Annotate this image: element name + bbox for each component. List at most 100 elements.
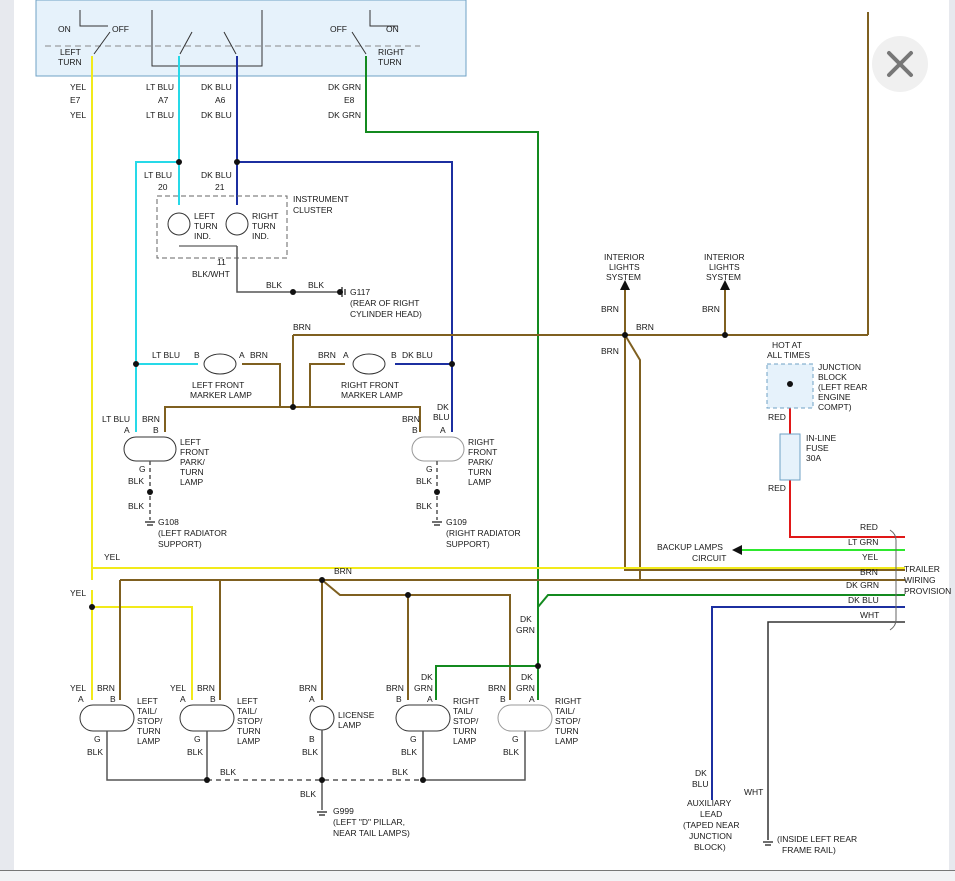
label-backup-1: BACKUP LAMPS — [657, 542, 723, 552]
label-lfp-g: G — [139, 464, 146, 474]
label-lfm-lt-blu: LT BLU — [152, 350, 180, 360]
label-rfp-1: RIGHT — [468, 437, 494, 447]
label-lic-2: LAMP — [338, 720, 361, 730]
label-dk-mid: DK — [520, 614, 532, 624]
switch-bracket — [151, 10, 263, 67]
label-lt1-yel: YEL — [70, 683, 86, 693]
wire-dk-blu-front — [237, 161, 453, 432]
label-lfp-2: FRONT — [180, 447, 209, 457]
left-front-marker-lamp — [203, 353, 237, 375]
label-rt2-1: RIGHT — [555, 696, 581, 706]
label-aux-blu: BLU — [692, 779, 709, 789]
label-rfm-a: A — [343, 350, 349, 360]
label-blk-g117a: BLK — [266, 280, 282, 290]
label-right-turn-2: TURN — [378, 57, 402, 67]
label-lfp-3: PARK/ — [180, 457, 206, 467]
label-lt1-b: B — [110, 694, 116, 704]
label-left-turn-2: TURN — [58, 57, 82, 67]
wire-dk-grn-trailer — [537, 594, 905, 608]
label-lt1-5: LAMP — [137, 736, 160, 746]
wire-blk-left-tails — [106, 731, 207, 781]
label-rt2-brn: BRN — [488, 683, 506, 693]
label-brn-int2: BRN — [702, 304, 720, 314]
label-backup-2: CIRCUIT — [692, 553, 726, 563]
label-e8: E8 — [344, 95, 355, 105]
label-jb-2: BLOCK — [818, 372, 847, 382]
label-lic-a: A — [309, 694, 315, 704]
label-lic-1: LICENSE — [338, 710, 375, 720]
label-trailer-red: RED — [860, 522, 878, 532]
label-red-b: RED — [768, 483, 786, 493]
label-jb-1: JUNCTION — [818, 362, 861, 372]
label-rfp-dk: DK — [437, 402, 449, 412]
label-rfp-5: LAMP — [468, 477, 491, 487]
label-cluster: CLUSTER — [293, 205, 333, 215]
label-rt1-1: RIGHT — [453, 696, 479, 706]
label-lt1-1: LEFT — [137, 696, 158, 706]
label-lt2-blk: BLK — [187, 747, 203, 757]
label-a6: A6 — [215, 95, 226, 105]
label-rt1-4: TURN — [453, 726, 477, 736]
right-turn-indicator-lamp — [225, 212, 249, 236]
label-rfm-1: RIGHT FRONT — [341, 380, 399, 390]
label-trailer-brn: BRN — [860, 567, 878, 577]
label-hot-2: ALL TIMES — [767, 350, 810, 360]
label-rt1-5: LAMP — [453, 736, 476, 746]
switch-on-right — [369, 10, 398, 27]
label-g117-1: G117 — [350, 287, 370, 297]
wire-dk-grn-right-tail — [435, 607, 539, 700]
label-rt1-b: B — [396, 694, 402, 704]
label-rfp-brn: BRN — [402, 414, 420, 424]
label-yel-low: YEL — [70, 588, 86, 598]
label-rfp-4: TURN — [468, 467, 492, 477]
label-g117-3: CYLINDER HEAD) — [350, 309, 422, 319]
label-rt1-3: STOP/ — [453, 716, 479, 726]
label-lfp-a: A — [124, 425, 130, 435]
label-brn-int1: BRN — [601, 304, 619, 314]
label-int1-1: INTERIOR — [604, 252, 645, 262]
wire-wht-trailer — [767, 621, 905, 840]
label-yel-b: YEL — [70, 110, 86, 120]
label-trailer-lt-grn: LT GRN — [848, 537, 878, 547]
label-blk-bot2: BLK — [392, 767, 408, 777]
label-hot-1: HOT AT — [772, 340, 802, 350]
label-rt1-2: TAIL/ — [453, 706, 473, 716]
label-fuse-3: 30A — [806, 453, 821, 463]
label-fuse-2: FUSE — [806, 443, 829, 453]
label-g109-blk: BLK — [416, 501, 432, 511]
label-rfm-b: B — [391, 350, 397, 360]
turn-signal-switch-box — [35, 0, 467, 77]
label-blk-wht: BLK/WHT — [192, 269, 230, 279]
right-front-park-lamp — [411, 436, 465, 462]
label-trailer-2: WIRING — [904, 575, 936, 585]
label-rt1-a: A — [427, 694, 433, 704]
right-tail-lamp-2 — [497, 704, 553, 732]
label-g108-2: (LEFT RADIATOR — [158, 528, 227, 538]
label-g999-2: (LEFT "D" PILLAR, — [333, 817, 405, 827]
label-g108-blk: BLK — [128, 501, 144, 511]
label-rt1-dk: DK — [421, 672, 433, 682]
instrument-cluster-box — [156, 195, 288, 259]
label-g108-1: G108 — [158, 517, 179, 527]
left-tail-lamp-1 — [79, 704, 135, 732]
label-brn-junc: BRN — [636, 322, 654, 332]
label-trailer-dk-blu: DK BLU — [848, 595, 879, 605]
label-lt2-5: LAMP — [237, 736, 260, 746]
label-lfp-5: LAMP — [180, 477, 203, 487]
label-instrument: INSTRUMENT — [293, 194, 349, 204]
viewer-left-margin — [0, 0, 14, 881]
label-dk-blu-c: DK BLU — [201, 170, 232, 180]
label-lt1-3: STOP/ — [137, 716, 163, 726]
license-lamp — [309, 705, 335, 731]
label-int2-1: INTERIOR — [704, 252, 745, 262]
label-trailer-wht: WHT — [860, 610, 879, 620]
label-lt-blu-a: LT BLU — [146, 82, 174, 92]
label-yel-split: YEL — [104, 552, 120, 562]
label-lti-3: IND. — [194, 231, 211, 241]
label-left-turn-1: LEFT — [60, 47, 81, 57]
wire-lt-blu-front — [135, 161, 179, 432]
label-int1-3: SYSTEM — [606, 272, 641, 282]
close-button[interactable] — [872, 36, 928, 92]
label-pin-11: 11 — [217, 257, 226, 267]
